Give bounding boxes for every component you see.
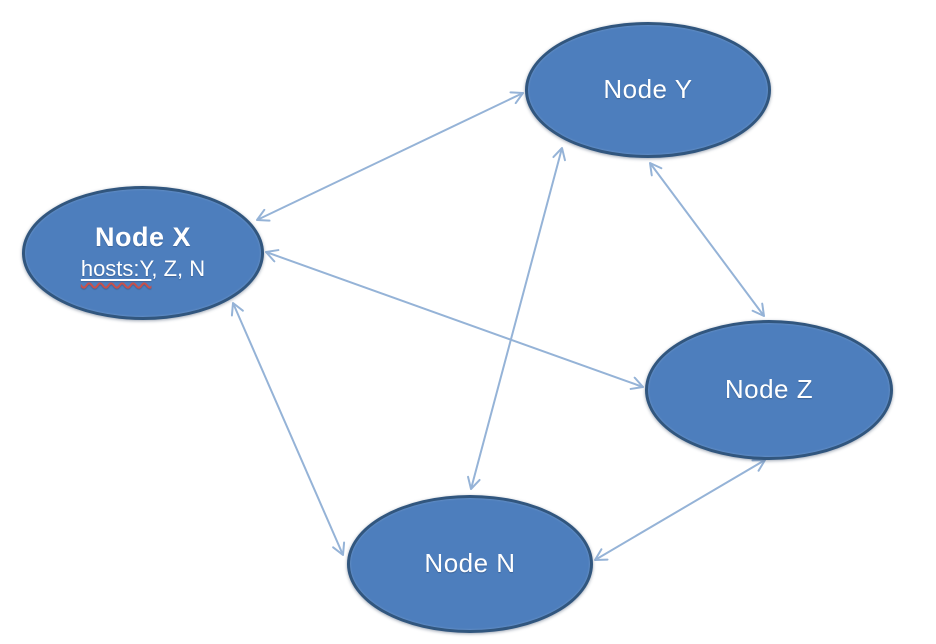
- node-x-label: Node X: [94, 222, 191, 253]
- node-x-hosts-text: hosts:Y, Z, N: [81, 255, 205, 284]
- edge-node-x-node-y: [256, 91, 524, 222]
- edge-node-y-node-z: [649, 162, 765, 317]
- node-y-label: Node Y: [603, 74, 693, 105]
- node-x-hosts-underlined: hosts:Y: [80, 256, 152, 282]
- node-n: Node N: [347, 495, 593, 633]
- edge-node-x-node-z: [265, 249, 644, 390]
- node-z: Node Z: [645, 320, 893, 460]
- node-x: Node X hosts:Y, Z, N: [22, 186, 264, 320]
- edge-node-z-node-n: [594, 459, 766, 561]
- node-n-label: Node N: [424, 548, 516, 579]
- node-x-hosts-rest: , Z, N: [151, 256, 206, 282]
- node-y: Node Y: [525, 22, 771, 158]
- edge-node-y-node-n: [467, 147, 566, 490]
- node-z-label: Node Z: [724, 374, 814, 405]
- edge-node-x-node-n: [230, 302, 346, 556]
